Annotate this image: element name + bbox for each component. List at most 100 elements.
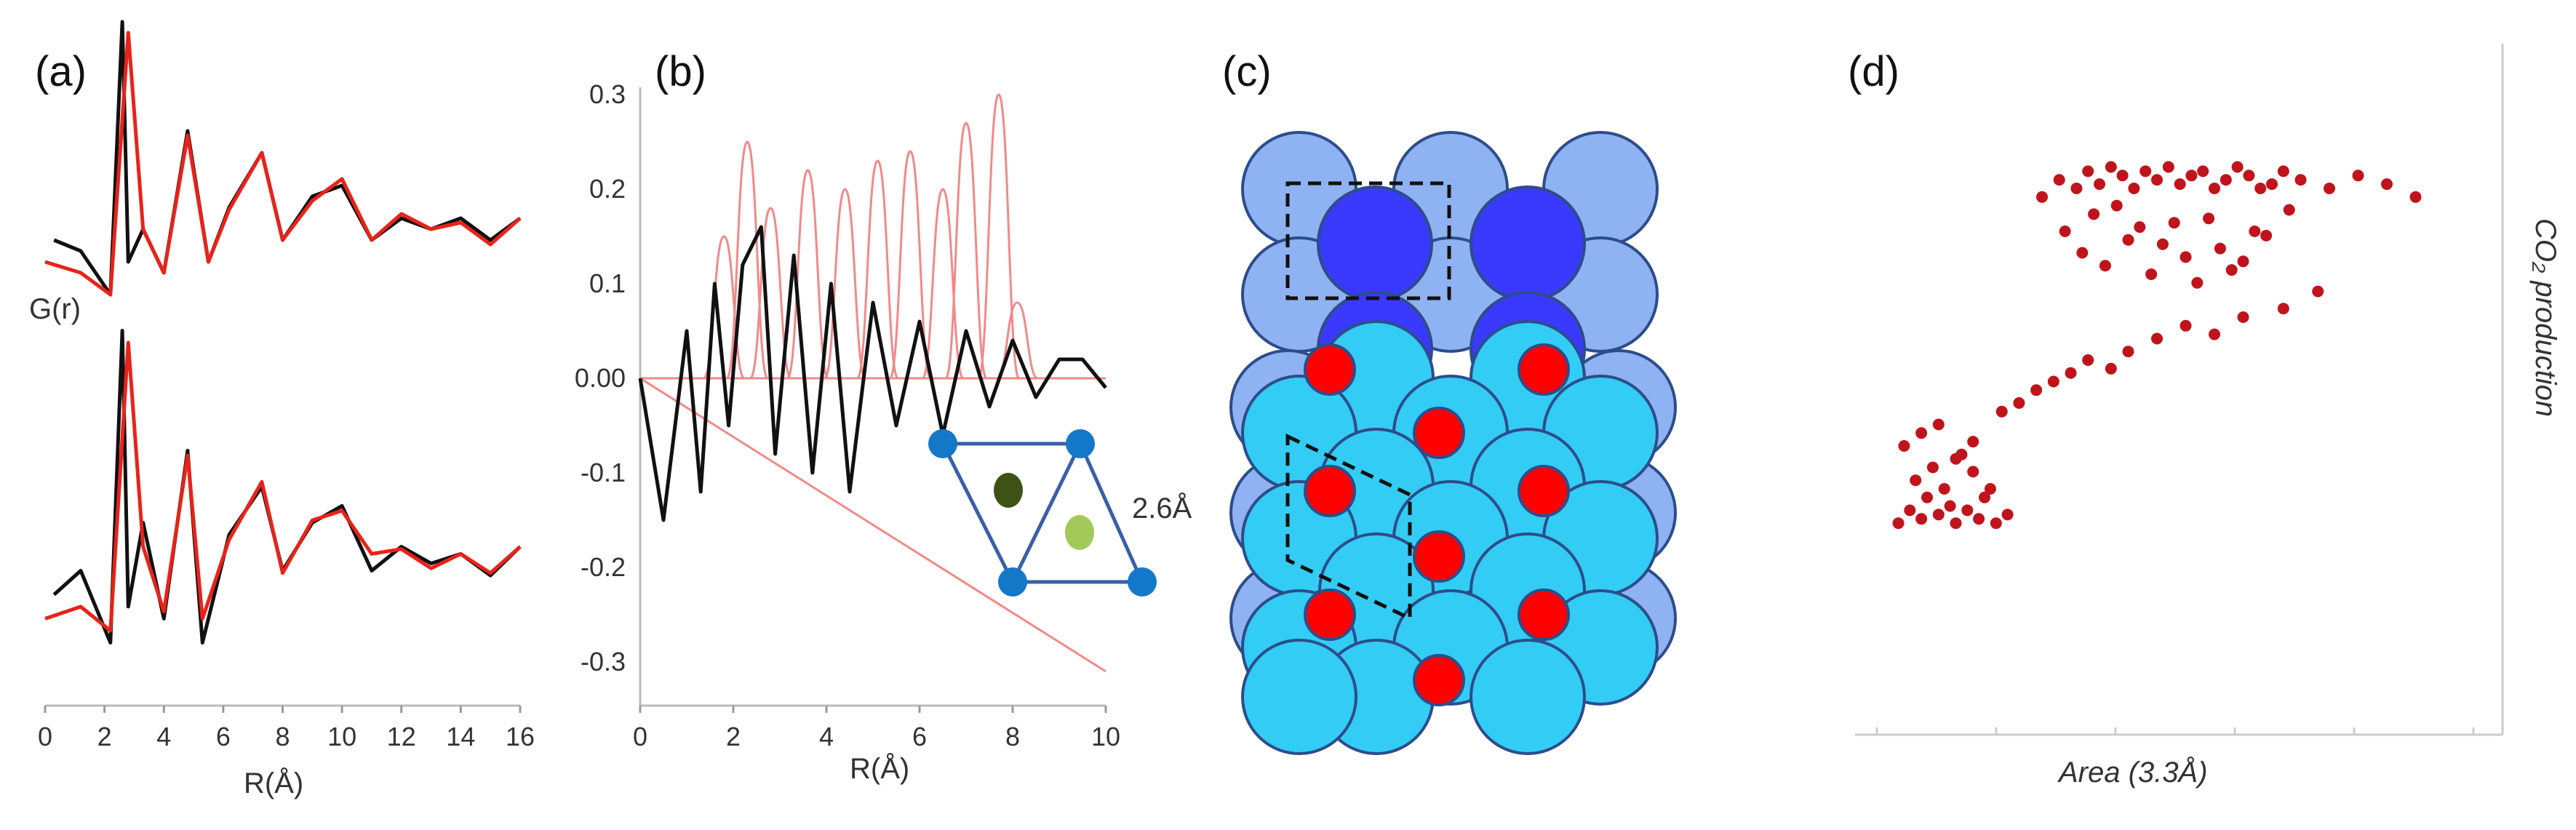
scatter-point [1915,427,1928,439]
panel-label-a: (a) [35,48,87,95]
scatter-point [2180,251,2192,263]
panel-b-x-tick-label: 6 [912,722,927,751]
scatter-point [1961,504,1974,516]
panel-b-y-ticks: 0.30.20.10.00-0.1-0.2-0.3 [575,79,626,677]
scatter-point [1921,491,1933,503]
scatter-point [2266,178,2278,191]
panel-b-peak [786,169,829,380]
scatter-point [2105,161,2117,173]
scatter-point [2249,226,2261,237]
scatter-point [1973,513,1985,525]
scatter-point [2237,311,2249,323]
panel-a-x-tick-label: 12 [387,722,416,751]
scatter-point [2070,183,2083,194]
panel-b-peak [725,140,769,380]
panel-b-y-tick-label: 0.1 [589,268,626,298]
scatter-point [2294,174,2307,186]
scatter-point [2283,204,2295,216]
panel-d-tick-marks [1875,727,2475,735]
lattice-diagonal [1010,442,1082,583]
scatter-point [2116,169,2129,182]
scatter-point [2185,169,2198,182]
atom-top-cyan [1241,639,1357,755]
atom-surface-red [1413,407,1465,459]
scatter-point [2312,285,2324,298]
scatter-point [2243,169,2255,182]
scatter-point [2277,303,2289,315]
rhombic-cell-outline [1285,434,1412,621]
lattice-node [1066,429,1095,458]
panel-c-structure [1229,131,1677,755]
scatter-point [2151,332,2163,345]
scatter-point [2381,178,2393,191]
scatter-point [2110,199,2123,212]
atom-layer-group [1229,131,1677,755]
panel-a-x-tick-label: 14 [446,722,475,751]
scatter-point [1944,500,1956,512]
scatter-point [2088,208,2100,220]
panel-b-y-tick-label: 0.3 [589,79,626,109]
panel-b-peak [921,188,965,380]
scatter-point [2352,169,2364,182]
scatter-point [2059,226,2071,237]
atom-surface-red [1518,343,1570,396]
atom-surface-red [1413,530,1465,583]
scatter-point [1892,517,1905,530]
panel-b-x-tick-label: 4 [819,722,834,751]
atom-middle-dark [1317,185,1433,302]
panel-b-peak [749,207,792,380]
scatter-point [1984,483,1996,495]
atom-surface-red [1304,343,1356,396]
scatter-point [2209,328,2220,340]
scatter-point [2053,174,2065,186]
scatter-point [2105,362,2117,375]
panel-b-y-tick-label: 0.2 [589,174,626,204]
lattice-node [998,567,1027,596]
panel-a-upper-black-line [53,20,522,297]
panel-a-x-label: R(Å) [244,767,303,799]
panel-label-b: (b) [655,48,706,95]
atom-surface-red [1413,654,1465,706]
scatter-point [2134,221,2146,234]
panel-a-upper-red-line [44,31,522,297]
atom-surface-red [1518,465,1570,517]
scatter-point [2260,229,2273,242]
scatter-point [2324,183,2335,194]
inset-distance-label: 2.6Å [1132,492,1192,524]
panel-b-peak [856,159,899,380]
panel-b-peak [824,188,867,380]
scatter-point [1995,405,2008,418]
scatter-point [1979,491,1990,503]
scatter-point [2162,161,2174,173]
panel-b-y-tick-label: 0.00 [575,363,626,393]
scatter-point [2122,234,2134,246]
panel-a-x-tick-label: 6 [216,722,231,751]
surface-cell-box [1285,181,1451,300]
scatter-point [2191,276,2204,289]
scatter-point [1932,508,1945,521]
lattice-node [928,429,957,458]
panel-b-peak [944,121,988,380]
panel-d-points-group [1892,161,2422,530]
scatter-point [1950,517,1962,530]
panel-a-x-tick-label: 0 [38,722,52,751]
lattice-node [1128,567,1157,596]
scatter-point [1967,466,1979,478]
scatter-point [2197,165,2209,177]
scatter-point [1932,418,1945,431]
lattice-outline [941,442,1145,584]
scatter-point [1904,504,1916,516]
triangle-lattice-icon [928,429,1157,596]
scatter-point [2082,165,2094,177]
panel-d-y-label: CO₂ production [2529,218,2561,417]
panel-label-c: (c) [1222,48,1272,95]
panel-b-black-line [638,225,1107,522]
scatter-point [2082,354,2094,366]
scatter-point [1910,474,1922,487]
site-dot-light [1065,515,1094,550]
scatter-point [2168,217,2180,229]
site-dot-dark [994,473,1023,508]
scatter-point [2203,212,2215,225]
